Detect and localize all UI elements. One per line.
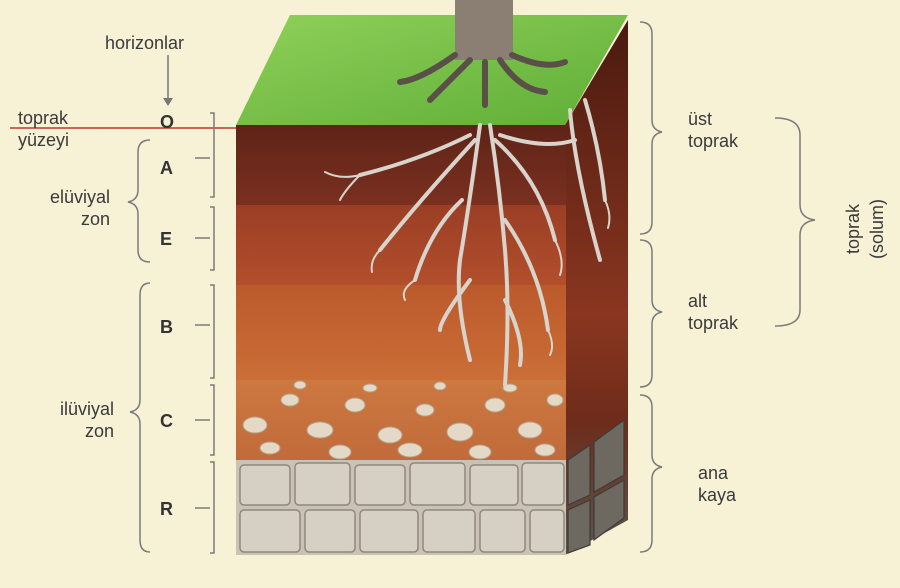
bedrock-label: ana kaya (698, 462, 736, 506)
subsoil-label: alt toprak (688, 290, 738, 334)
illuvial-zone-label: ilüviyal zon (20, 398, 114, 442)
topsoil-label: üst toprak (688, 108, 738, 152)
horizon-brackets (195, 113, 214, 553)
horizons-heading: horizonlar (105, 32, 184, 54)
solum-label: toprak (solum) (841, 174, 889, 284)
horizon-r-label: R (160, 499, 173, 520)
horizon-a-label: A (160, 158, 173, 179)
horizon-o-label: O (160, 112, 174, 133)
eluvial-zone-label: elüviyal zon (20, 186, 110, 230)
horizon-c-label: C (160, 411, 173, 432)
zone-brackets-left (128, 140, 150, 552)
horizon-e-layer (236, 205, 566, 285)
soil-surface-label: toprak yüzeyi (18, 107, 69, 151)
horizon-e-label: E (160, 229, 172, 250)
horizon-b-label: B (160, 317, 173, 338)
